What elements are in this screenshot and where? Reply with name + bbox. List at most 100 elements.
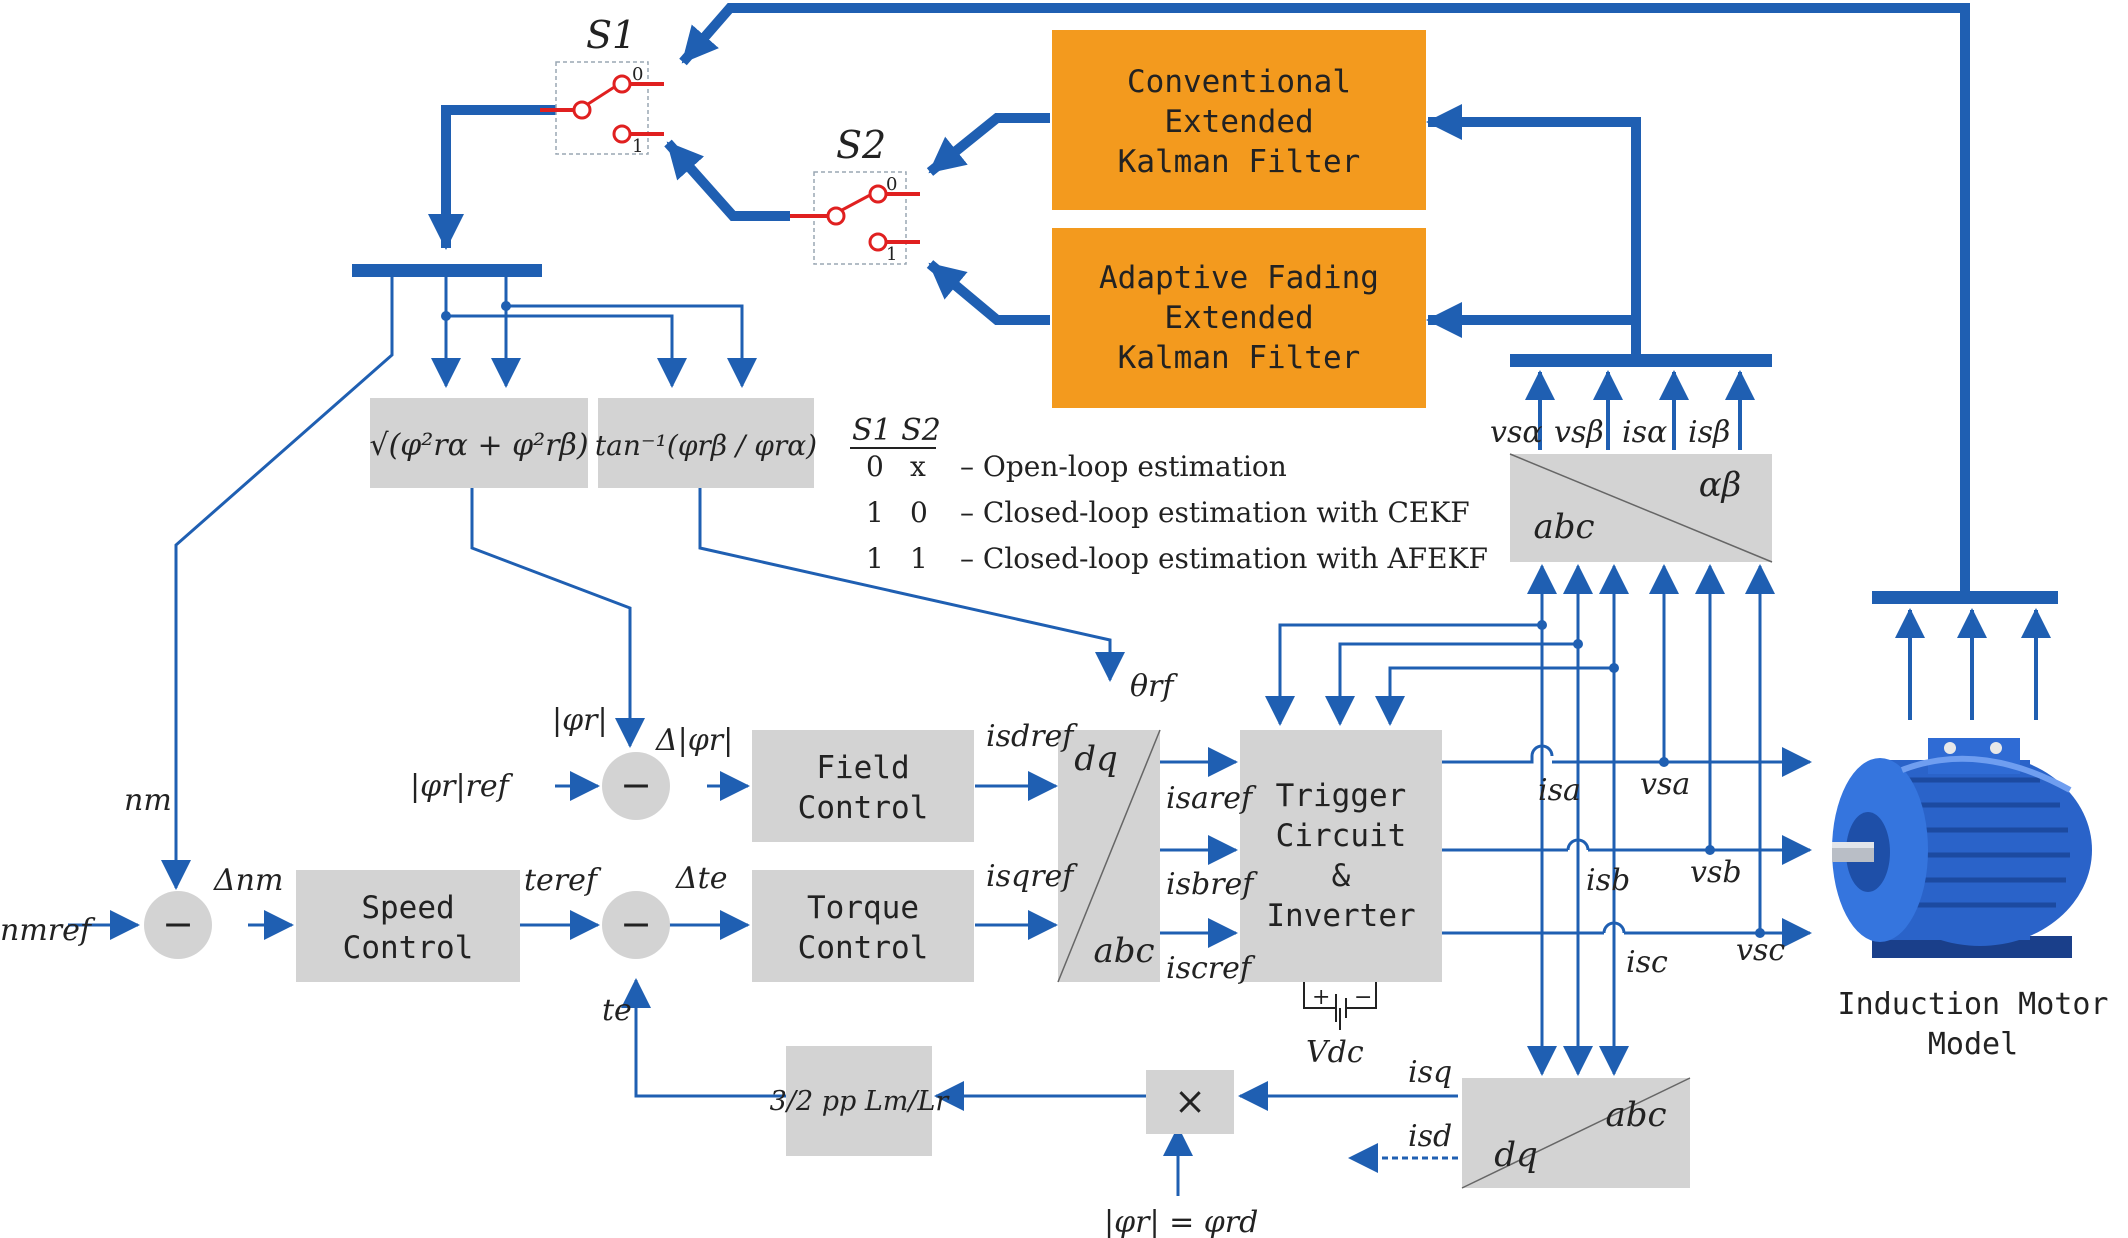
- svg-text:Control: Control: [798, 930, 929, 966]
- label-n-m: nm: [124, 783, 172, 818]
- cekf-block[interactable]: Conventional Extended Kalman Filter: [1052, 30, 1426, 210]
- estimate-distribution-bar: [352, 264, 542, 277]
- inverter-block[interactable]: Trigger Circuit & Inverter: [1240, 730, 1442, 982]
- torque-control-block[interactable]: Torque Control: [752, 870, 974, 982]
- label-i-sb: isb: [1586, 863, 1630, 898]
- legend-row-3-s1: 1: [866, 542, 884, 575]
- bus-bars: [352, 264, 2058, 604]
- label-i-sbeta: isβ: [1688, 415, 1730, 450]
- flux-magnitude-block[interactable]: √(φ²rα + φ²rβ): [369, 398, 589, 488]
- cekf-line-2: Extended: [1164, 104, 1313, 140]
- motor-label-line-2: Model: [1928, 1027, 2018, 1062]
- legend-row-2-text: – Closed-loop estimation with CEKF: [960, 496, 1470, 529]
- afekf-line-1: Adaptive Fading: [1099, 260, 1379, 296]
- label-v-sc: vsc: [1736, 933, 1785, 968]
- label-v-sbeta: vsβ: [1554, 415, 1604, 450]
- s2-output-line: [664, 139, 790, 221]
- svg-text:−: −: [162, 902, 194, 946]
- afekf-block[interactable]: Adaptive Fading Extended Kalman Filter: [1052, 228, 1426, 408]
- flux-angle-label: tan⁻¹(φrβ / φrα): [595, 429, 817, 462]
- label-n-m-ref: nmref: [0, 913, 96, 948]
- svg-text:Inverter: Inverter: [1266, 898, 1415, 934]
- abc-alphabeta-top: αβ: [1699, 465, 1742, 505]
- svg-text:Field: Field: [816, 750, 909, 786]
- flux-angle-block[interactable]: tan⁻¹(φrβ / φrα): [595, 398, 817, 488]
- abc-dq-bottom: dq: [1494, 1135, 1538, 1175]
- motor-bar-arrows: [1895, 608, 2051, 720]
- label-t-e: te: [602, 993, 632, 1028]
- estimator-feedback-paths: [428, 2, 1970, 595]
- junction-dots: [441, 301, 1765, 938]
- label-v-dc: Vdc: [1306, 1035, 1364, 1070]
- s1-pos0-label: 0: [632, 64, 643, 85]
- bus-to-cekf-line: [1426, 104, 1641, 360]
- dq-abc-top: dq: [1074, 739, 1118, 779]
- speed-summing-junction: −: [144, 891, 212, 959]
- svg-text:−: −: [620, 763, 652, 807]
- s1-pos1-label: 1: [632, 136, 643, 157]
- signal-lines: [68, 277, 1812, 1196]
- label-i-sc-ref: iscref: [1166, 951, 1256, 986]
- s2-label: S2: [836, 123, 886, 167]
- label-delta-t: Δte: [675, 861, 727, 896]
- legend-row-1-s2: x: [910, 450, 926, 483]
- torque-gain-block[interactable]: 3/2 pp Lm/Lr: [770, 1046, 951, 1156]
- legend-row-2-s1: 1: [866, 496, 884, 529]
- flux-summing-junction: −: [602, 752, 670, 820]
- flux-magnitude-label: √(φ²rα + φ²rβ): [369, 428, 588, 463]
- legend-header: S1 S2: [852, 413, 941, 448]
- label-phi-r-abs: |φr|: [552, 703, 608, 738]
- dq-abc-transform[interactable]: dq abc: [1057, 729, 1161, 983]
- cekf-output-line: [926, 113, 1050, 176]
- label-delta-n: Δnm: [213, 863, 283, 898]
- motor-output-bar: [1872, 591, 2058, 604]
- label-i-sd: isd: [1408, 1119, 1452, 1154]
- legend-row-2-s2: 0: [910, 496, 928, 529]
- svg-text:Circuit: Circuit: [1276, 818, 1407, 854]
- svg-text:−: −: [620, 902, 652, 946]
- motor-label-line-1: Induction Motor: [1838, 987, 2109, 1022]
- s2-pos1-label: 1: [886, 244, 897, 265]
- label-i-sq-ref: isqref: [986, 859, 1078, 894]
- legend-row-1-text: – Open-loop estimation: [960, 450, 1287, 483]
- torque-summing-junction: −: [602, 891, 670, 959]
- signal-labels: vsα vsβ isα isβ θrf |φr| |φr|ref Δ|φr| i…: [0, 415, 1785, 1238]
- svg-text:Trigger: Trigger: [1276, 778, 1407, 814]
- switch-s1[interactable]: S1 0 1: [540, 13, 664, 157]
- switch-legend: S1 S2 0 x – Open-loop estimation 1 0 – C…: [850, 413, 1488, 575]
- label-theta-rf: θrf: [1130, 669, 1178, 704]
- switch-s2[interactable]: S2 0 1: [790, 123, 920, 265]
- afekf-output-line: [926, 260, 1050, 325]
- svg-text:×: ×: [1174, 1079, 1206, 1123]
- svg-text:Control: Control: [343, 930, 474, 966]
- label-i-sc: isc: [1626, 945, 1668, 980]
- abc-alphabeta-bottom: abc: [1533, 507, 1594, 547]
- label-i-sd-ref: isdref: [986, 719, 1078, 754]
- dc-link: [1303, 982, 1377, 1030]
- abc-alphabeta-transform[interactable]: αβ abc: [1509, 453, 1773, 563]
- speed-control-block[interactable]: Speed Control: [296, 870, 520, 982]
- s1-label: S1: [586, 13, 636, 57]
- svg-text:3/2 pp Lm/Lr: 3/2 pp Lm/Lr: [770, 1086, 951, 1117]
- svg-text:Control: Control: [798, 790, 929, 826]
- legend-row-1-s1: 0: [866, 450, 884, 483]
- svg-text:Torque: Torque: [807, 890, 919, 926]
- label-phi-rd: |φr| = φrd: [1104, 1205, 1258, 1238]
- cekf-line-1: Conventional: [1127, 64, 1351, 100]
- cekf-line-3: Kalman Filter: [1118, 144, 1361, 180]
- label-phi-r-ref: |φr|ref: [410, 769, 514, 804]
- s1-output-line: [428, 105, 556, 250]
- abc-dq-transform[interactable]: abc dq: [1461, 1077, 1691, 1189]
- svg-text:&: &: [1332, 858, 1351, 894]
- abc-dq-top: abc: [1605, 1095, 1666, 1135]
- multiplier-block[interactable]: ×: [1146, 1070, 1234, 1134]
- measurement-bus-bar: [1510, 354, 1772, 367]
- s2-pos0-label: 0: [886, 174, 897, 195]
- bus-input-arrows: [1525, 370, 1755, 450]
- legend-row-3-text: – Closed-loop estimation with AFEKF: [960, 542, 1488, 575]
- field-control-block[interactable]: Field Control: [752, 730, 974, 842]
- induction-motor-image: [1832, 738, 2092, 958]
- svg-text:+: +: [1312, 985, 1330, 1010]
- label-i-sa: isa: [1538, 773, 1581, 808]
